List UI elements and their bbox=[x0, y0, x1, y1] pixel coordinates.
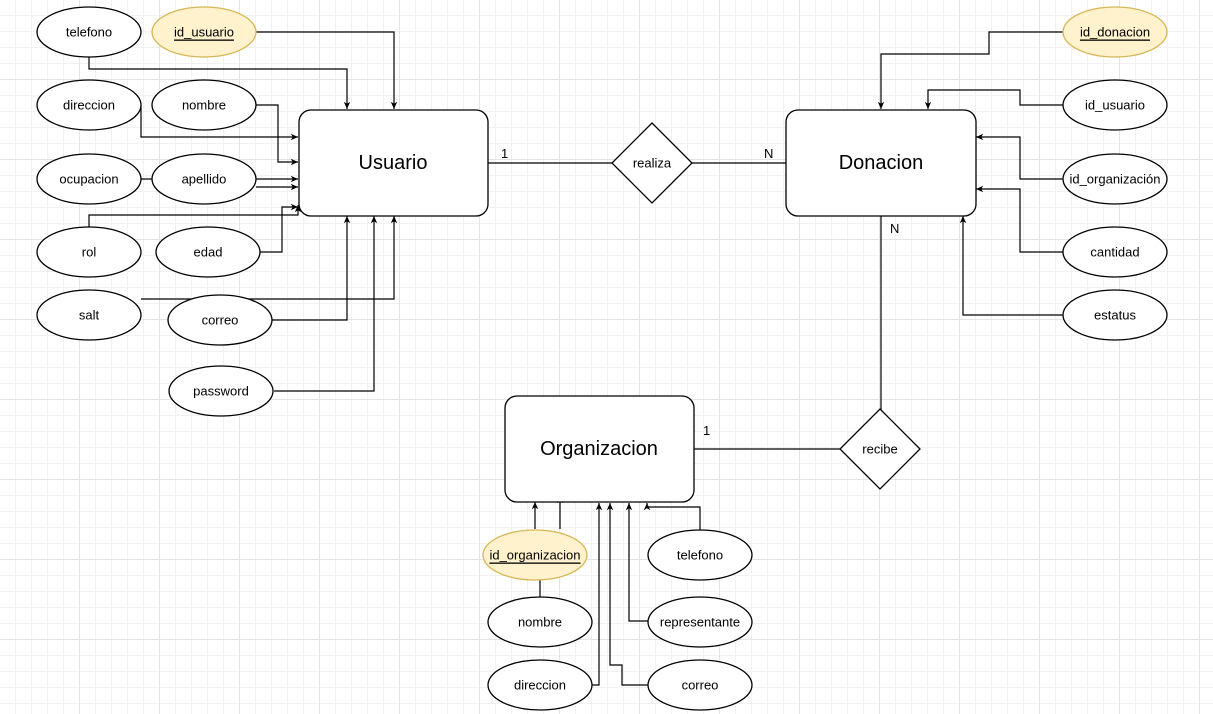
relationship-realiza[interactable]: realiza bbox=[611, 122, 693, 204]
cardinality-realiza-usuario: 1 bbox=[501, 146, 508, 161]
edge-nombre bbox=[256, 104, 298, 166]
attr-usuario-salt[interactable]: salt bbox=[36, 289, 142, 341]
attr-label: correo bbox=[682, 678, 719, 693]
entity-usuario[interactable]: Usuario bbox=[298, 109, 489, 217]
attr-donacion-id-usuario[interactable]: id_usuario bbox=[1062, 79, 1168, 131]
attr-label: estatus bbox=[1094, 308, 1136, 323]
entity-donacion[interactable]: Donacion bbox=[785, 109, 977, 217]
entity-label: Organizacion bbox=[540, 438, 658, 460]
edge-telefono bbox=[88, 57, 351, 109]
attr-usuario-correo[interactable]: correo bbox=[167, 294, 273, 346]
edge-estatus bbox=[959, 216, 1063, 316]
attr-donacion-id-donacion[interactable]: id_donacion bbox=[1062, 6, 1168, 58]
edge-id-donacion bbox=[877, 31, 1063, 109]
attr-label: rol bbox=[82, 245, 97, 260]
attr-usuario-nombre[interactable]: nombre bbox=[151, 79, 257, 131]
attr-label: apellido bbox=[182, 172, 227, 187]
attr-usuario-apellido[interactable]: apellido bbox=[151, 153, 257, 205]
attr-organizacion-representante[interactable]: representante bbox=[647, 596, 753, 648]
relationship-lines bbox=[488, 162, 882, 450]
entity-organizacion[interactable]: Organizacion bbox=[504, 395, 695, 503]
attr-label: id_usuario bbox=[174, 25, 234, 40]
edge-direccion bbox=[140, 105, 298, 141]
attr-usuario-rol[interactable]: rol bbox=[36, 226, 142, 278]
attr-usuario-ocupacion[interactable]: ocupacion bbox=[36, 153, 142, 205]
relationship-recibe[interactable]: recibe bbox=[839, 408, 921, 490]
attr-usuario-id-usuario[interactable]: id_usuario bbox=[151, 6, 257, 58]
attr-label: telefono bbox=[66, 25, 112, 40]
attr-label: telefono bbox=[677, 548, 723, 563]
attr-label: cantidad bbox=[1090, 245, 1139, 260]
relationship-label: realiza bbox=[633, 156, 672, 171]
attr-label: password bbox=[193, 384, 249, 399]
edge-correo bbox=[272, 216, 351, 321]
attr-label: id_usuario bbox=[1085, 98, 1145, 113]
attr-label: id_organizacion bbox=[489, 548, 580, 563]
edge-id-usuario bbox=[256, 31, 398, 109]
edge-org-representante bbox=[625, 503, 648, 622]
attr-usuario-edad[interactable]: edad bbox=[155, 226, 261, 278]
attr-label: direccion bbox=[514, 678, 566, 693]
donacion-attribute-connectors bbox=[877, 31, 1063, 316]
attr-label: edad bbox=[194, 245, 223, 260]
attr-donacion-id-organizacion[interactable]: id_organización bbox=[1062, 153, 1168, 205]
edge-org-correo bbox=[606, 503, 648, 686]
edge-edad bbox=[260, 203, 298, 253]
attr-organizacion-telefono[interactable]: telefono bbox=[647, 529, 753, 581]
attr-label: id_donacion bbox=[1080, 25, 1150, 40]
attr-label: direccion bbox=[63, 98, 115, 113]
attr-label: nombre bbox=[182, 98, 226, 113]
cardinality-recibe-donacion: N bbox=[890, 221, 899, 236]
attr-usuario-password[interactable]: password bbox=[168, 365, 274, 417]
edge-donacion-id-usuario bbox=[924, 89, 1063, 109]
attr-organizacion-direccion[interactable]: direccion bbox=[487, 659, 593, 711]
cardinality-realiza-donacion: N bbox=[764, 146, 773, 161]
relationship-label: recibe bbox=[862, 442, 897, 457]
attr-organizacion-id-organizacion[interactable]: id_organizacion bbox=[482, 529, 588, 581]
attr-donacion-estatus[interactable]: estatus bbox=[1062, 289, 1168, 341]
entity-label: Donacion bbox=[839, 152, 924, 174]
attr-organizacion-nombre[interactable]: nombre bbox=[487, 596, 593, 648]
organizacion-attribute-connectors bbox=[531, 496, 701, 686]
edge-donacion-id-organizacion bbox=[976, 133, 1063, 180]
edge-org-direccion bbox=[592, 503, 603, 686]
edge-org-telefono bbox=[643, 503, 701, 530]
attr-label: correo bbox=[202, 313, 239, 328]
edge-cantidad bbox=[976, 185, 1063, 253]
attr-usuario-telefono[interactable]: telefono bbox=[36, 6, 142, 58]
attr-usuario-direccion[interactable]: direccion bbox=[36, 79, 142, 131]
attr-organizacion-correo[interactable]: correo bbox=[647, 659, 753, 711]
attr-label: id_organización bbox=[1069, 172, 1160, 187]
edge-rol bbox=[88, 205, 302, 228]
attr-label: nombre bbox=[518, 615, 562, 630]
cardinality-recibe-organizacion: 1 bbox=[703, 423, 710, 438]
attr-label: ocupacion bbox=[59, 172, 118, 187]
attr-label: representante bbox=[660, 615, 740, 630]
attr-donacion-cantidad[interactable]: cantidad bbox=[1062, 226, 1168, 278]
entity-label: Usuario bbox=[359, 152, 428, 174]
edge-password bbox=[274, 216, 378, 392]
attr-label: salt bbox=[79, 308, 100, 323]
